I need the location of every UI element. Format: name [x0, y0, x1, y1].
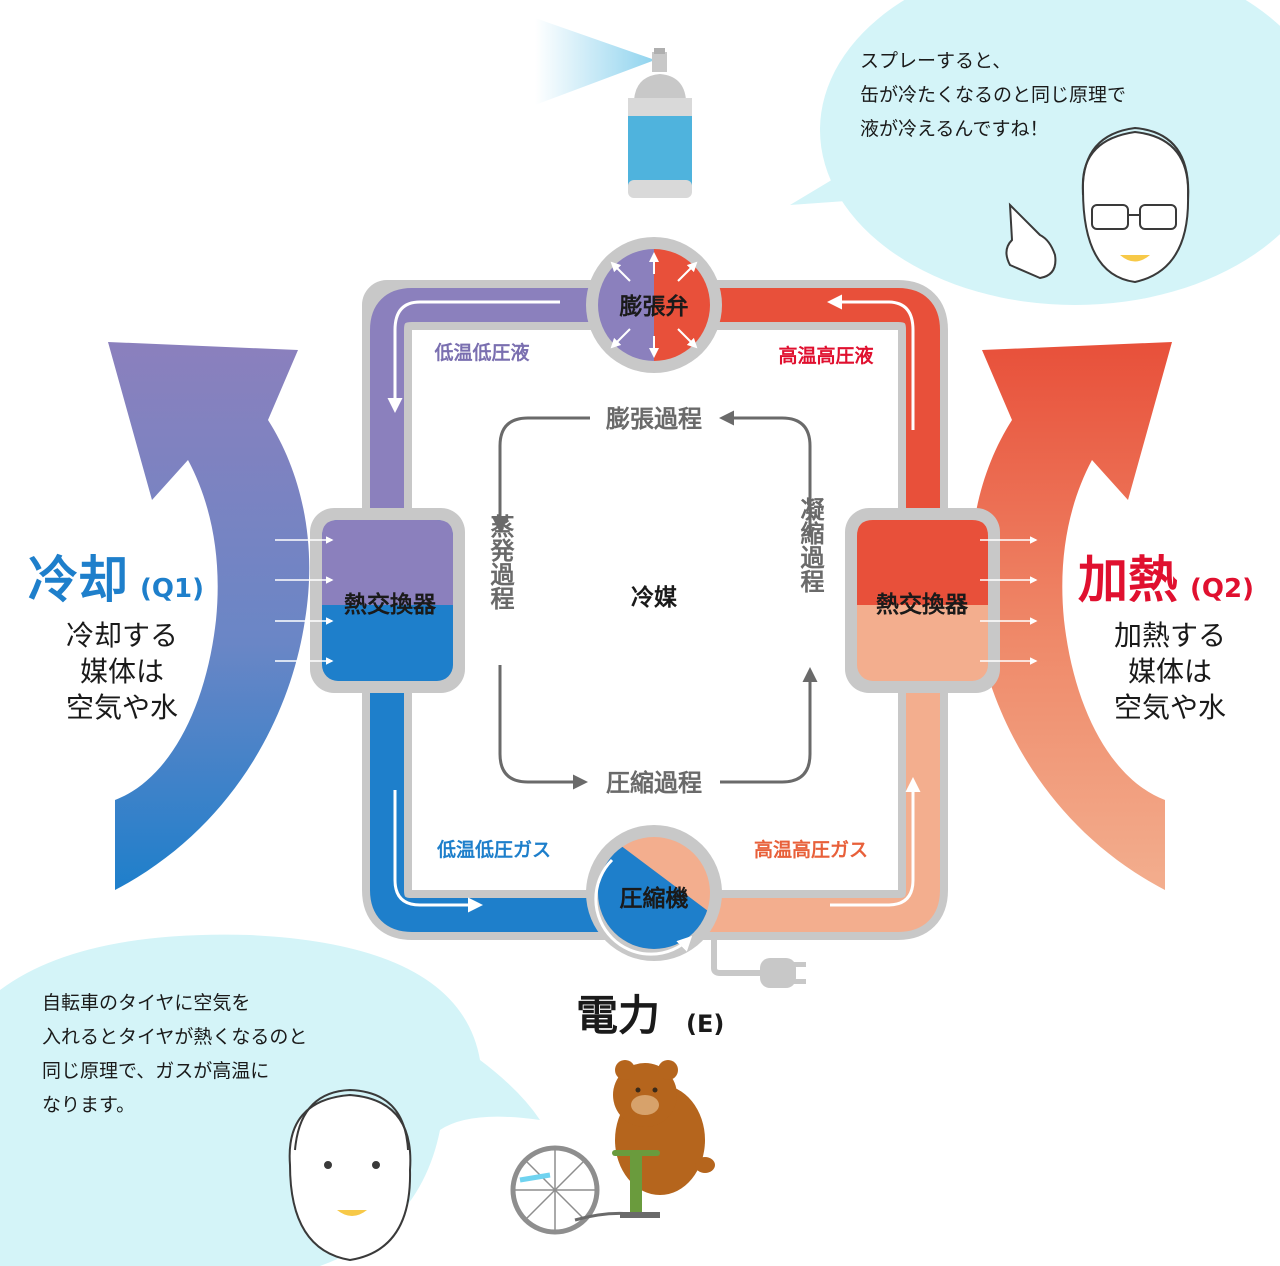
heating-desc-3: 空気や水	[1114, 691, 1226, 724]
man-face-icon	[288, 1088, 412, 1262]
bubble-bottom-line-4: なります。	[42, 1094, 135, 1116]
process-condensation: 凝縮過程	[796, 497, 824, 593]
power-title: 電力	[576, 991, 660, 1040]
rotation-arrow-icon	[594, 858, 693, 956]
flow-arrow	[393, 790, 483, 913]
state-low-liquid: 低温低圧液	[433, 341, 530, 364]
bear-bicycle-pump-icon	[510, 1060, 715, 1235]
heat-exchanger-left-label: 熱交換器	[344, 591, 437, 618]
cooling-flow-arrow	[108, 342, 310, 890]
expansion-valve-label: 膨張弁	[619, 293, 689, 320]
bubble-top-line-1: スプレーすると、	[860, 50, 1011, 72]
compressor-label: 圧縮機	[620, 885, 689, 912]
refrigerant-label: 冷媒	[631, 584, 678, 611]
cooling-title: 冷却	[28, 551, 128, 609]
heating-desc-2: 媒体は	[1128, 655, 1212, 688]
heat-exchanger-right	[845, 508, 1000, 693]
flow-arrow	[387, 300, 560, 413]
cooling-desc-1: 冷却する	[66, 619, 178, 652]
bubble-bottom-line-1: 自転車のタイヤに空気を	[42, 992, 250, 1014]
power-sub: (E)	[686, 1010, 724, 1038]
process-expansion: 膨張過程	[605, 405, 702, 433]
heating-desc-1: 加熱する	[1114, 619, 1226, 652]
flow-arrow	[830, 777, 921, 907]
expansion-arrows-icon	[610, 252, 698, 358]
heating-flow-arrow	[970, 342, 1172, 890]
bubble-top-line-2: 缶が冷たくなるのと同じ原理で	[860, 84, 1126, 106]
heat-transfer-arrows-right	[980, 536, 1038, 665]
bubble-bottom-line-2: 入れるとタイヤが熱くなるのと	[42, 1026, 307, 1048]
pipe-loop	[362, 280, 948, 940]
process-evaporation: 蒸発過程	[486, 514, 515, 610]
bubble-top-line-3: 液が冷えるんですね！	[860, 118, 1048, 140]
cooling-desc-3: 空気や水	[66, 691, 178, 724]
cooling-desc-2: 媒体は	[80, 655, 164, 688]
heating-sub: (Q2)	[1190, 574, 1254, 604]
man-with-glasses-icon	[1005, 126, 1190, 284]
process-arrows	[492, 410, 818, 790]
heat-exchanger-left	[310, 508, 465, 693]
expansion-valve	[586, 237, 722, 373]
power-plug-icon	[711, 940, 806, 988]
cooling-sub: (Q1)	[140, 574, 204, 604]
heat-exchanger-right-label: 熱交換器	[876, 591, 969, 618]
state-low-gas: 低温低圧ガス	[436, 838, 551, 861]
flow-arrow	[827, 294, 915, 430]
compressor	[586, 825, 722, 961]
heat-transfer-arrows-left	[275, 536, 334, 665]
state-high-liquid: 高温高圧液	[778, 344, 874, 367]
process-compression: 圧縮過程	[606, 769, 702, 797]
spray-can-icon	[535, 18, 692, 198]
heating-title: 加熱	[1078, 551, 1178, 609]
state-high-gas: 高温高圧ガス	[754, 838, 868, 861]
bubble-bottom-line-3: 同じ原理で、ガスが高温に	[42, 1060, 269, 1082]
